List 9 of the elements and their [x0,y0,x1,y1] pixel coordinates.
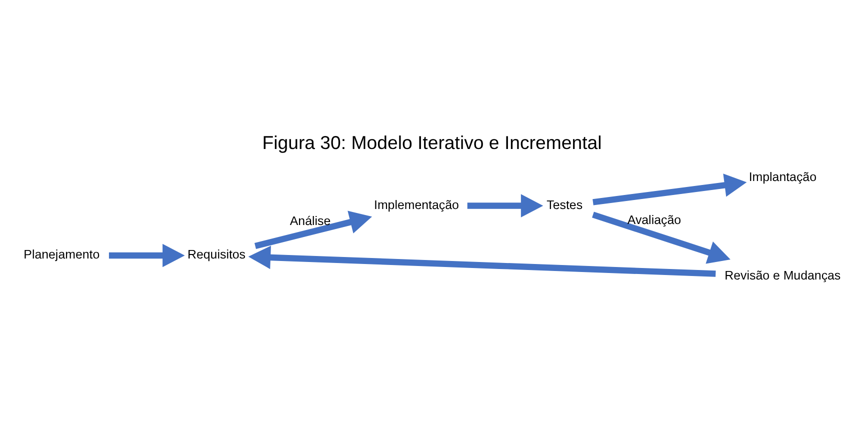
edge-label: Análise [290,214,331,228]
node-text: Requisitos [188,248,246,262]
node-text: Testes [546,198,583,212]
node-text: Revisão e Mudanças [724,268,841,282]
node-text: Implantação [748,170,816,184]
edge-label: Avaliação [627,213,682,227]
diagram-title: Figura 30: Modelo Iterativo e Incremental [262,132,602,154]
node-text: Planejamento [24,248,100,262]
node-text: Implementação [374,198,459,212]
